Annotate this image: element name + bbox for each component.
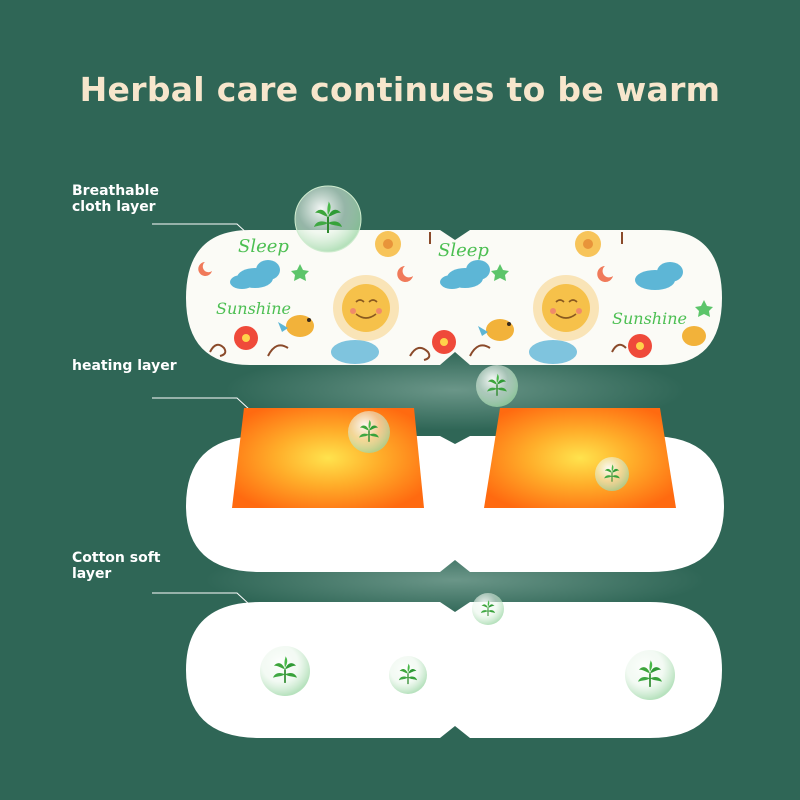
pattern-text-sunshine: Sunshine	[612, 309, 687, 328]
herb-bubble-icon	[260, 646, 310, 696]
herb-bubble-icon	[595, 457, 629, 491]
star-icon	[291, 264, 713, 317]
herb-bubble-icon	[472, 593, 504, 625]
cloud-icon	[440, 260, 490, 289]
herb-bubble-icon	[348, 411, 390, 453]
bird-icon	[278, 315, 706, 346]
cloud-icon	[331, 340, 577, 364]
label-cotton-soft-layer: Cotton soft layer	[72, 550, 161, 582]
label-heating-layer: heating layer	[72, 358, 177, 374]
cloth-layer-shape	[186, 230, 722, 365]
label-breathable-cloth-layer: Breathable cloth layer	[72, 183, 159, 215]
heating-pad-left	[232, 408, 424, 508]
herb-bubble-icon	[625, 650, 675, 700]
cloud-icon	[230, 260, 280, 289]
cotton-soft-layer	[186, 602, 722, 738]
heating-layer	[186, 408, 724, 572]
pattern-text-sunshine: Sunshine	[216, 299, 291, 318]
flower-icon	[234, 231, 652, 358]
page-title: Herbal care continues to be warm	[79, 70, 721, 109]
herb-bubble-icon	[294, 185, 362, 253]
herb-bubble-icon	[389, 656, 427, 694]
heating-pad-right	[484, 408, 676, 508]
breathable-cloth-layer: Sleep Sunshine Sleep Sunshine	[186, 230, 722, 365]
pattern-text-sleep: Sleep	[438, 240, 489, 261]
cotton-layer-shape	[186, 602, 722, 738]
sun-face-icon	[533, 275, 599, 341]
pattern-text-sleep: Sleep	[238, 236, 289, 257]
cloud-icon	[635, 262, 683, 290]
herb-bubble-icon	[476, 365, 518, 407]
sun-face-icon	[333, 275, 399, 341]
swirl-decoration	[209, 232, 627, 361]
moon-icon	[198, 262, 613, 282]
